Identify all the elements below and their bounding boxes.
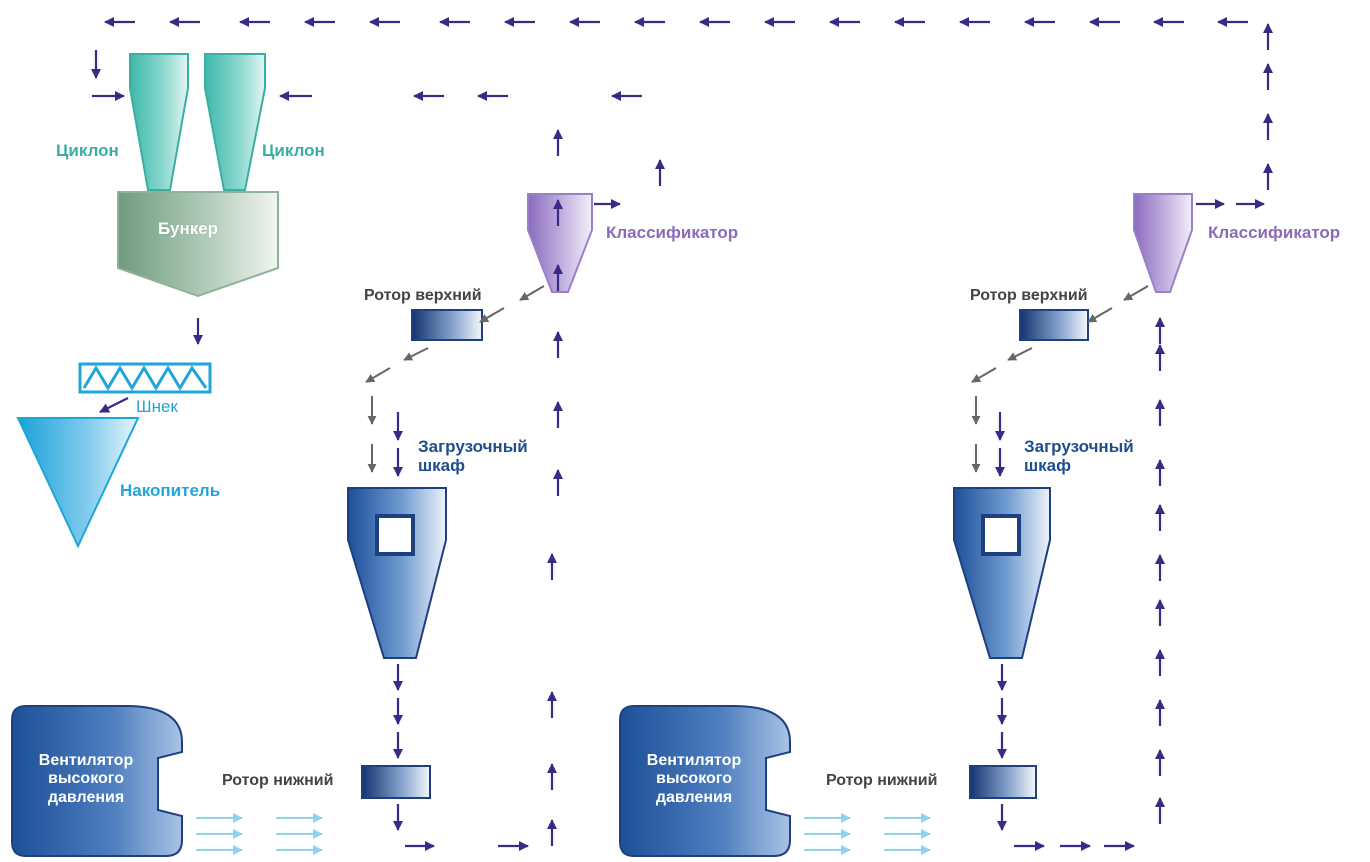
- classifier-1-label: Классификатор: [606, 223, 739, 242]
- classifier-2-label: Классификатор: [1208, 223, 1341, 242]
- screw-outlet-arrow: [99, 397, 129, 413]
- rotor-top-1: [411, 309, 483, 341]
- loading-cabinet-2-label: Загрузочный шкаф: [1024, 437, 1134, 475]
- cyclone-left: [129, 53, 189, 191]
- cyclone-right: [204, 53, 266, 191]
- loading-cabinet-1-label: Загрузочный шкаф: [418, 437, 528, 475]
- line-1-material-arrow: [365, 367, 391, 383]
- flow-arrows: [91, 17, 1273, 855]
- rotor-top-2: [1019, 309, 1089, 341]
- cyclone-right-label: Циклон: [262, 141, 325, 160]
- line-1-material-arrow: [479, 307, 505, 323]
- rotor-bottom-2-label: Ротор нижний: [826, 772, 938, 789]
- line-2-material-arrow: [1087, 307, 1113, 323]
- rotor-top-1-label: Ротор верхний: [364, 287, 482, 304]
- loading-cabinet-2: [953, 487, 1051, 659]
- classifier-1: [527, 193, 593, 293]
- rotor-bottom-1-label: Ротор нижний: [222, 772, 334, 789]
- cyclone-left-label: Циклон: [56, 141, 119, 160]
- fan-2: [619, 705, 791, 857]
- fan-2-label: Вентилятор высокого давления: [646, 752, 742, 806]
- line-2-material-arrow: [1007, 347, 1033, 361]
- screw-conveyor: [78, 362, 212, 394]
- loading-cabinet-1: [347, 487, 447, 659]
- screw-label: Шнек: [136, 397, 178, 416]
- rotor-bottom-1: [361, 765, 431, 799]
- line-1-material-arrow: [519, 285, 545, 301]
- fan-1-label: Вентилятор высокого давления: [38, 752, 134, 806]
- accumulator-label: Накопитель: [120, 481, 221, 500]
- line-1-material-arrow: [403, 347, 429, 361]
- bunker: [117, 191, 279, 298]
- bunker-label: Бункер: [158, 219, 219, 238]
- accumulator: [16, 417, 140, 549]
- classifier-2: [1133, 193, 1193, 293]
- line-2-material-arrow: [1123, 285, 1149, 301]
- fan-1: [11, 705, 183, 857]
- line-2-material-arrow: [971, 367, 997, 383]
- rotor-bottom-2: [969, 765, 1037, 799]
- rotor-top-2-label: Ротор верхний: [970, 287, 1088, 304]
